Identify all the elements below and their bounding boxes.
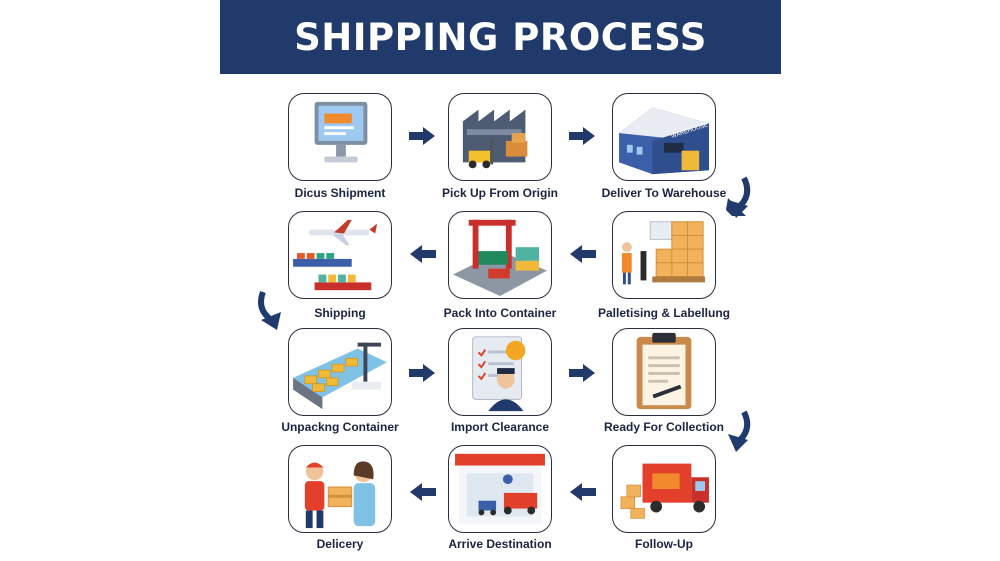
clipboard-icon — [613, 329, 715, 415]
arrow-right-icon — [569, 364, 595, 382]
destination-depot-icon — [449, 446, 551, 532]
step-palletising-labelling — [612, 211, 716, 299]
container-crane-icon — [449, 212, 551, 298]
step-label: Follow-Up — [584, 537, 744, 551]
step-pack-into-container — [448, 211, 552, 299]
step-shipping — [288, 211, 392, 299]
plane-ship-icon — [289, 212, 391, 298]
step-follow-up — [612, 445, 716, 533]
arrow-right-icon — [569, 127, 595, 145]
computer-order-icon — [289, 94, 391, 180]
step-label: Pick Up From Origin — [420, 186, 580, 200]
step-label: Delicery — [260, 537, 420, 551]
arrow-left-icon — [410, 245, 436, 263]
step-label: Unpackng Container — [260, 420, 420, 434]
port-unloading-icon — [289, 329, 391, 415]
step-pick-up-from-origin — [448, 93, 552, 181]
customs-officer-icon — [449, 329, 551, 415]
step-label: Pack Into Container — [420, 306, 580, 320]
step-label: Deliver To Warehouse — [584, 186, 744, 200]
step-label: Shipping — [260, 306, 420, 320]
arrow-right-icon — [409, 127, 435, 145]
factory-forklift-icon — [449, 94, 551, 180]
package-handover-icon — [289, 446, 391, 532]
curved-arrow-down-icon — [257, 290, 283, 330]
arrow-left-icon — [570, 483, 596, 501]
step-label: Palletising & Labellung — [584, 306, 744, 320]
step-delivery — [288, 445, 392, 533]
arrow-left-icon — [410, 483, 436, 501]
step-label: Ready For Collection — [584, 420, 744, 434]
step-label: Import Clearance — [420, 420, 580, 434]
curved-arrow-down-icon — [726, 176, 752, 218]
step-label: Dicus Shipment — [260, 186, 420, 200]
title-banner: SHIPPING PROCESS — [220, 0, 781, 74]
step-import-clearance — [448, 328, 552, 416]
arrow-left-icon — [570, 245, 596, 263]
page-title: SHIPPING PROCESS — [294, 16, 707, 59]
arrow-right-icon — [409, 364, 435, 382]
step-label: Arrive Destination — [420, 537, 580, 551]
delivery-truck-icon — [613, 446, 715, 532]
pallet-boxes-icon — [613, 212, 715, 298]
step-deliver-to-warehouse: WAREHOUSE — [612, 93, 716, 181]
warehouse-icon: WAREHOUSE — [613, 94, 715, 180]
step-ready-for-collection — [612, 328, 716, 416]
curved-arrow-down-icon — [726, 410, 752, 452]
step-unpacking-container — [288, 328, 392, 416]
step-arrive-destination — [448, 445, 552, 533]
step-dicus-shipment — [288, 93, 392, 181]
